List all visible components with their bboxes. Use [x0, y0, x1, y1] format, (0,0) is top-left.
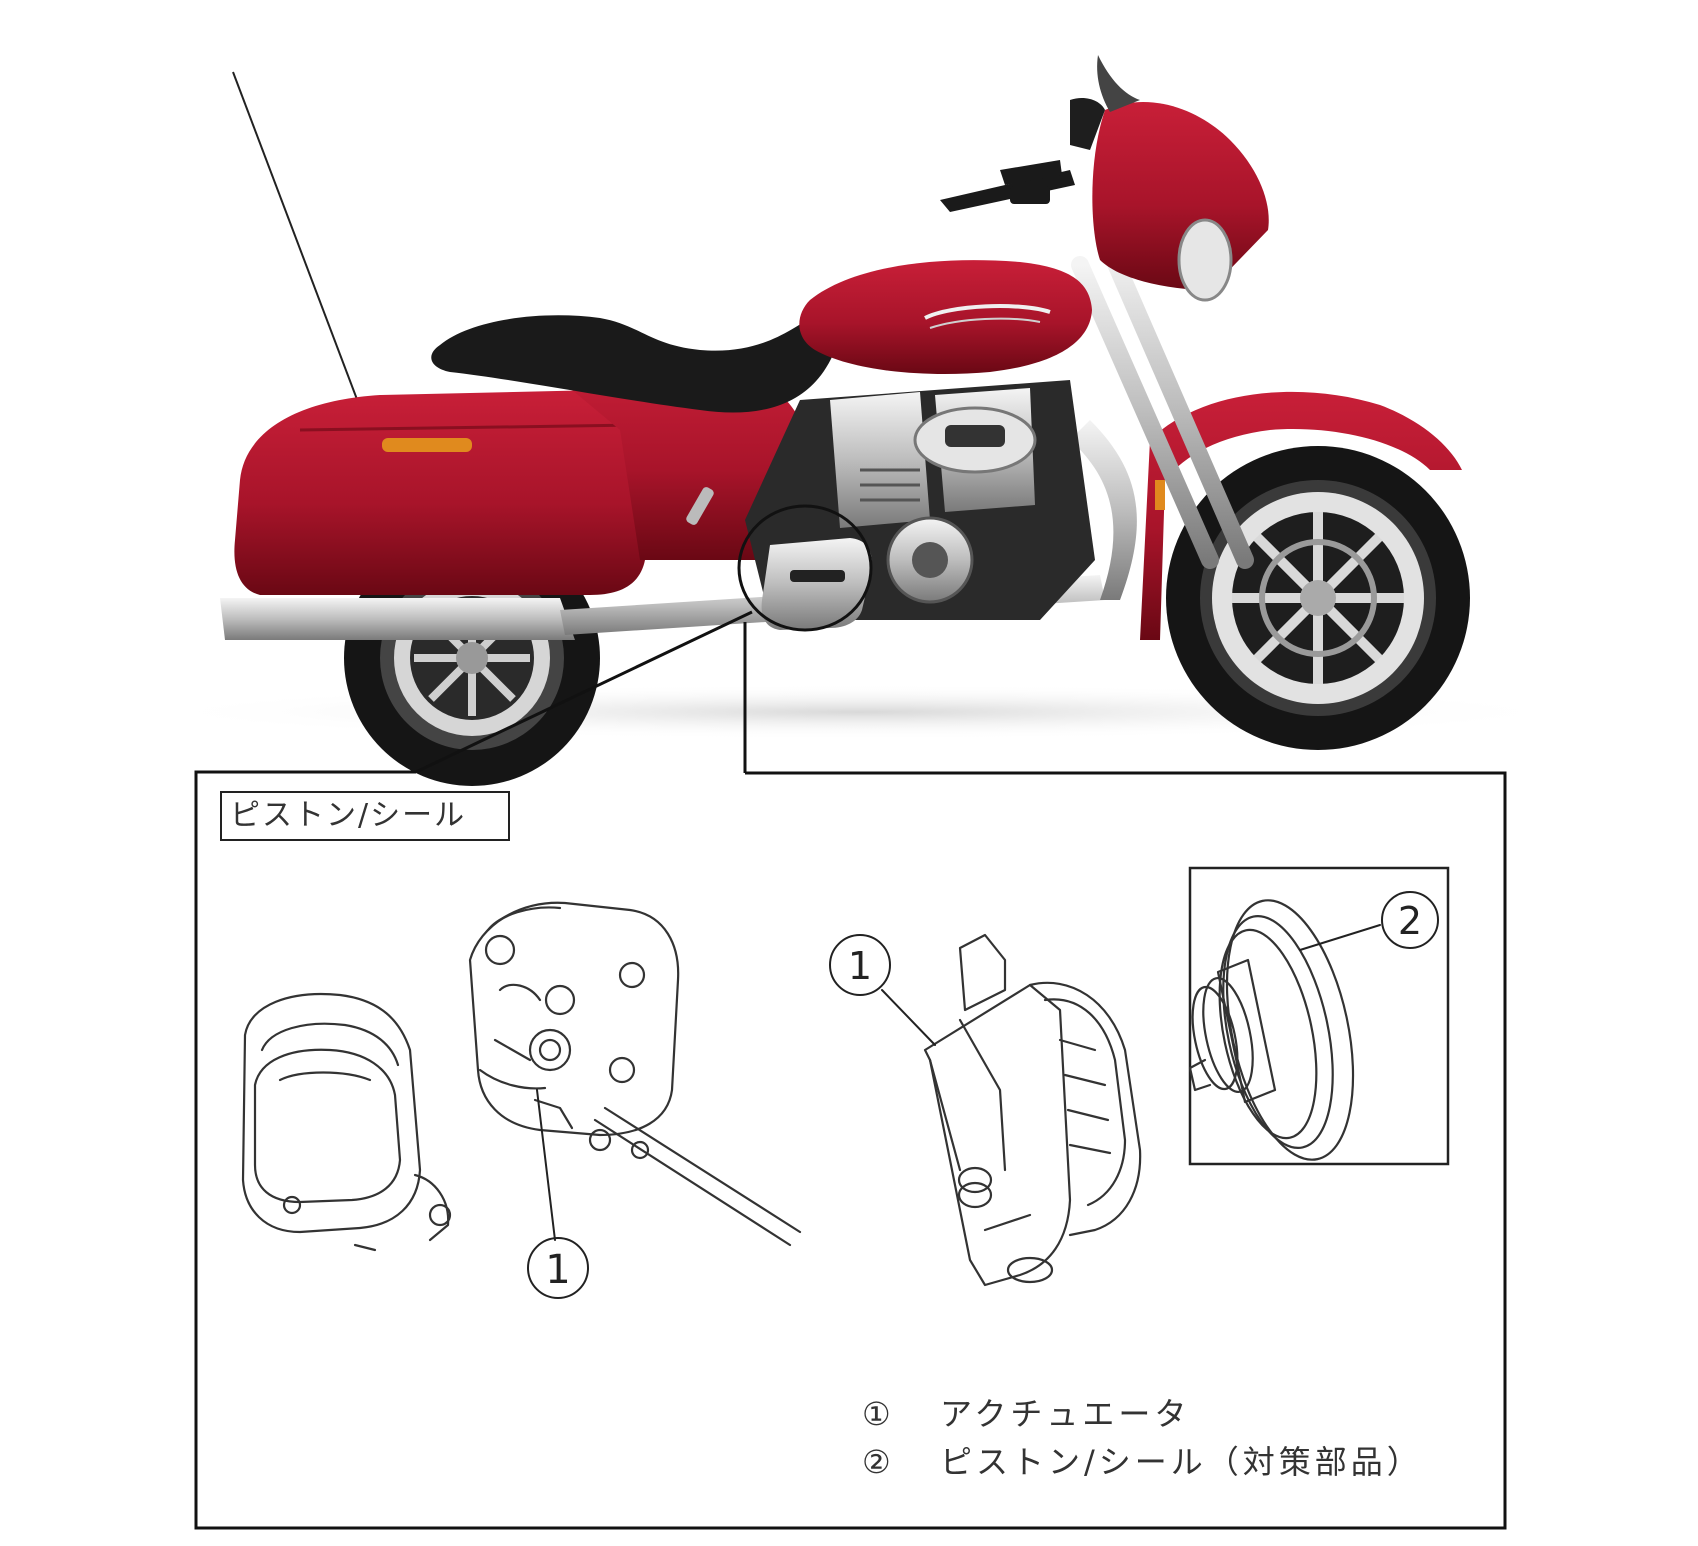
callout-circle-1-left	[527, 1237, 589, 1299]
crash-bar	[1070, 420, 1137, 600]
inset-frame	[194, 770, 1507, 1530]
callout-number-2: 2	[1398, 899, 1422, 943]
transmission-cover	[761, 538, 872, 630]
actuator-drawing	[923, 933, 1142, 1287]
piston-detail-frame	[1188, 866, 1450, 1166]
inset-label: ピストン/シール	[220, 791, 510, 841]
handlebar	[940, 170, 1075, 212]
antenna	[232, 71, 359, 403]
callout-number-1-right: 1	[848, 944, 872, 988]
legend-number: ①	[862, 1395, 895, 1433]
saddlebag-reflector	[382, 438, 472, 452]
transmission-cover-drawing	[241, 993, 452, 1252]
transmission-side-drawing	[468, 901, 802, 1247]
callout-circle-1-right	[829, 934, 891, 996]
legend-text: ピストン/シール（対策部品）	[940, 1443, 1423, 1481]
front-wheel	[1166, 446, 1470, 750]
callout-circle-2	[1381, 891, 1439, 949]
legend-number: ②	[862, 1443, 895, 1481]
saddlebag	[234, 390, 661, 595]
headlight	[1177, 218, 1233, 302]
leader-line-left	[415, 610, 753, 774]
parts-legend: ① アクチュエータ ② ピストン/シール（対策部品）	[862, 1390, 1482, 1486]
windshield	[1097, 55, 1140, 112]
legend-item: ① アクチュエータ	[862, 1390, 1482, 1438]
legend-text: アクチュエータ	[940, 1395, 1191, 1433]
piston-seal-drawing	[1188, 899, 1355, 1161]
legend-item: ② ピストン/シール（対策部品）	[862, 1438, 1482, 1486]
callout-number-1-left: 1	[545, 1247, 570, 1293]
detail-circle-marker	[737, 504, 873, 632]
fuel-tank	[799, 260, 1092, 374]
front-fork	[1071, 241, 1254, 569]
seat	[431, 314, 839, 413]
exhaust-pipe	[220, 598, 575, 640]
mirror	[1070, 98, 1105, 150]
